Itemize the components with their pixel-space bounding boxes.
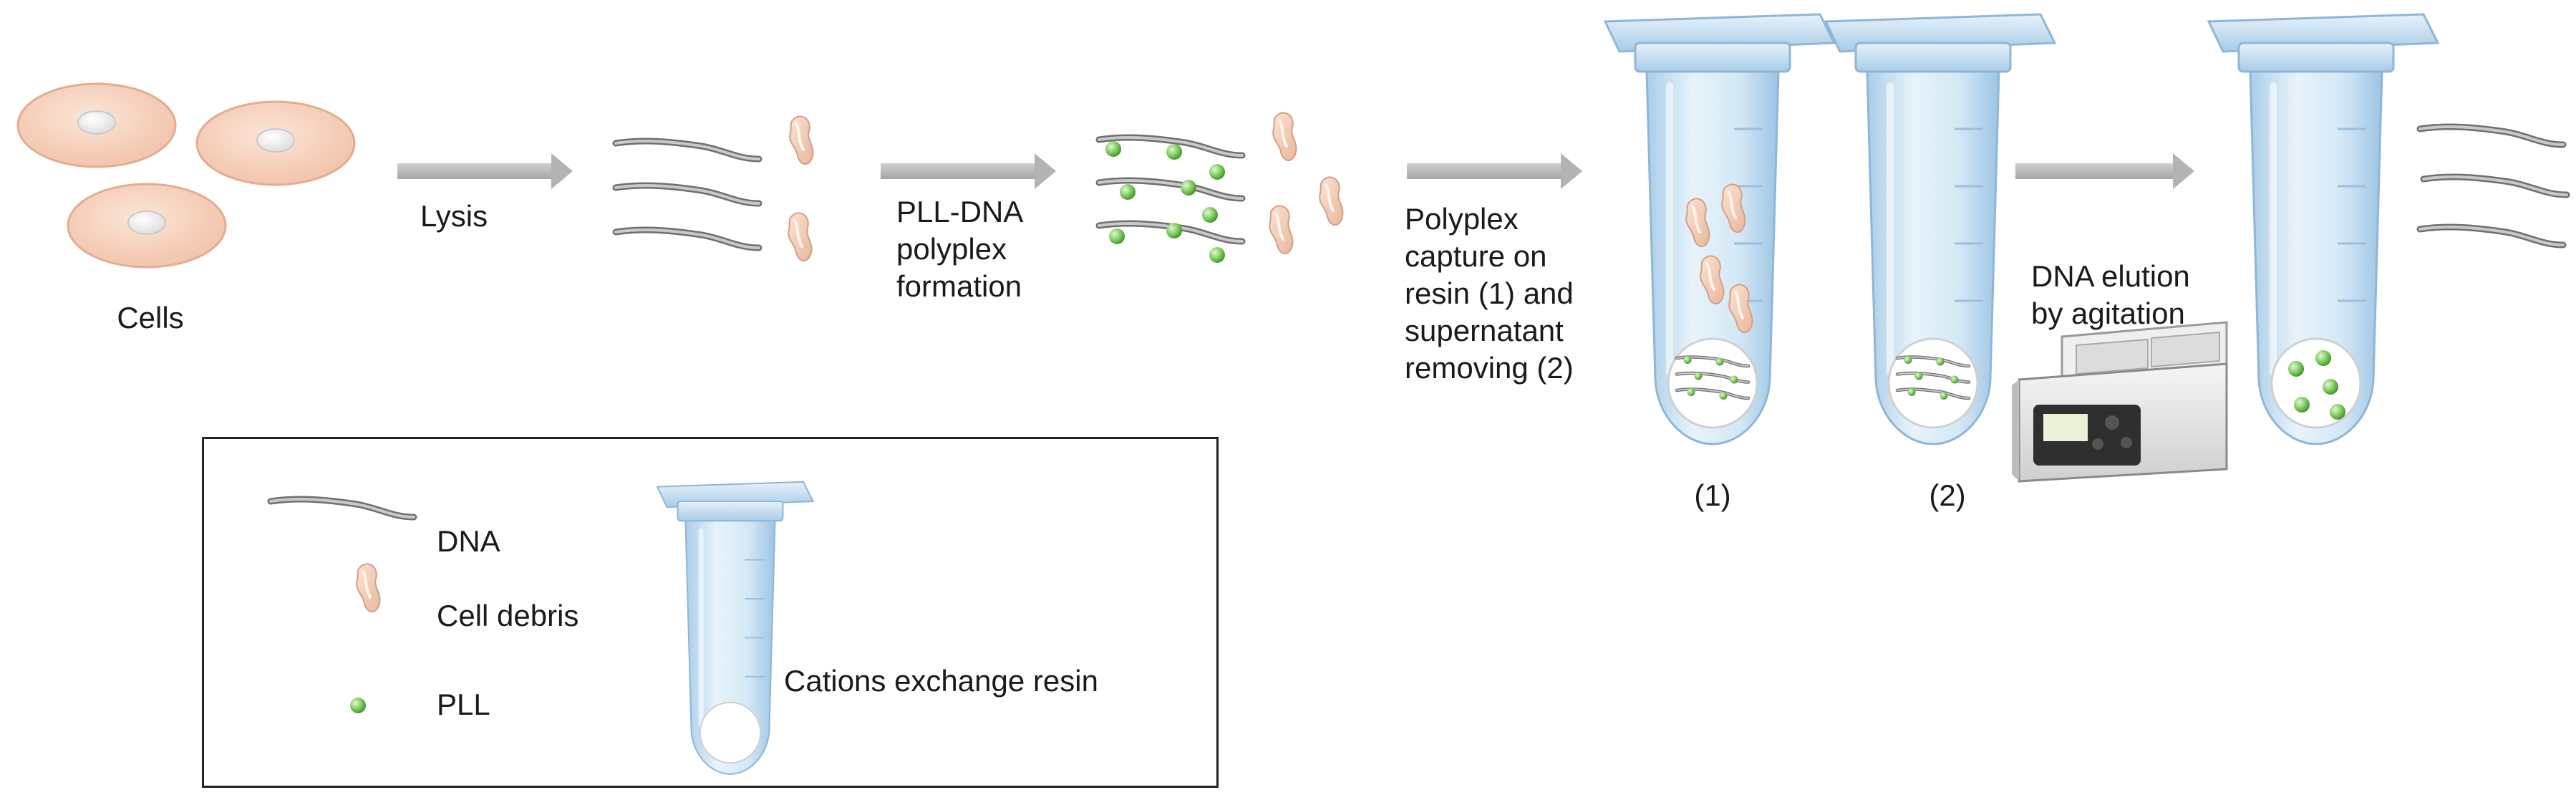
cell-icon [195, 100, 356, 186]
legend-cell-debris-label: Cell debris [437, 599, 579, 632]
arrow-capture [1407, 153, 1582, 189]
capture-label-2: capture on [1405, 239, 1547, 273]
pll-bead-icon [2323, 379, 2338, 395]
dna-strand-icon [2424, 177, 2567, 195]
capture-label-4: supernatant [1405, 314, 1564, 347]
pll-bead-icon [1166, 223, 1182, 238]
polyplex-formation-label-1: PLL-DNA [896, 195, 1024, 228]
cell-icon [16, 82, 177, 168]
resin-icon [2270, 337, 2362, 429]
cell-debris-icon [1272, 111, 1298, 163]
pll-bead-icon [1166, 144, 1182, 160]
tube-final [2209, 14, 2438, 444]
tube-1 [1605, 14, 1834, 444]
polyplex-formation-label-2: polyplex [896, 232, 1007, 266]
arrow-lysis [397, 153, 573, 189]
legend-pll-label: PLL [437, 688, 490, 721]
elution-label-2: by agitation [2031, 297, 2185, 330]
dna-strand-icon [616, 141, 759, 159]
lysis-label: Lysis [420, 199, 488, 233]
pll-bead-icon [1202, 207, 1218, 223]
eluted-dna-group [2420, 127, 2567, 245]
capture-label-3: resin (1) and [1405, 276, 1574, 310]
legend-box [202, 437, 1219, 788]
pll-bead-icon [2294, 397, 2310, 413]
capture-label-1: Polyplex [1405, 202, 1519, 236]
pll-bead-icon [1109, 228, 1125, 244]
pll-bead-icon [2330, 404, 2345, 420]
legend-icons [271, 482, 813, 774]
tube-1-label: (1) [1694, 478, 1731, 512]
polyplex-group [1099, 111, 1345, 263]
pll-bead-icon [1105, 141, 1121, 157]
elution-label-1: DNA elution [2031, 259, 2190, 293]
legend-tube-icon [657, 482, 813, 774]
pll-bead-icon [1181, 180, 1196, 196]
legend-dna-label: DNA [437, 524, 500, 558]
capture-label-5: removing (2) [1405, 351, 1574, 385]
pll-bead-icon [1120, 184, 1136, 200]
legend-resin-label: Cations exchange resin [784, 664, 1098, 698]
cell-debris-icon [1318, 175, 1345, 227]
polyplex-formation-label-3: formation [896, 269, 1022, 303]
pll-bead-icon [2315, 350, 2331, 366]
lysate-group [616, 115, 815, 263]
tube-2-label: (2) [1929, 478, 1966, 512]
agitator-device-icon [2012, 321, 2228, 483]
dna-strand-icon [616, 185, 759, 203]
dna-strand-icon [2420, 127, 2563, 145]
pll-bead-icon [1209, 247, 1225, 263]
tube-2 [1826, 14, 2055, 444]
cells-label: Cells [117, 301, 184, 334]
dna-strand-icon [616, 230, 759, 248]
arrow-polyplex [881, 153, 1056, 189]
pll-bead-icon [1209, 164, 1225, 180]
dna-strand-icon [2420, 227, 2563, 245]
pll-bead-icon [2288, 361, 2304, 377]
cell-debris-icon [787, 211, 813, 263]
cell-debris-icon [788, 115, 815, 166]
arrow-elution [2015, 153, 2194, 189]
cells-group [16, 82, 356, 269]
cell-icon [67, 183, 227, 269]
cell-debris-icon [1268, 204, 1294, 256]
